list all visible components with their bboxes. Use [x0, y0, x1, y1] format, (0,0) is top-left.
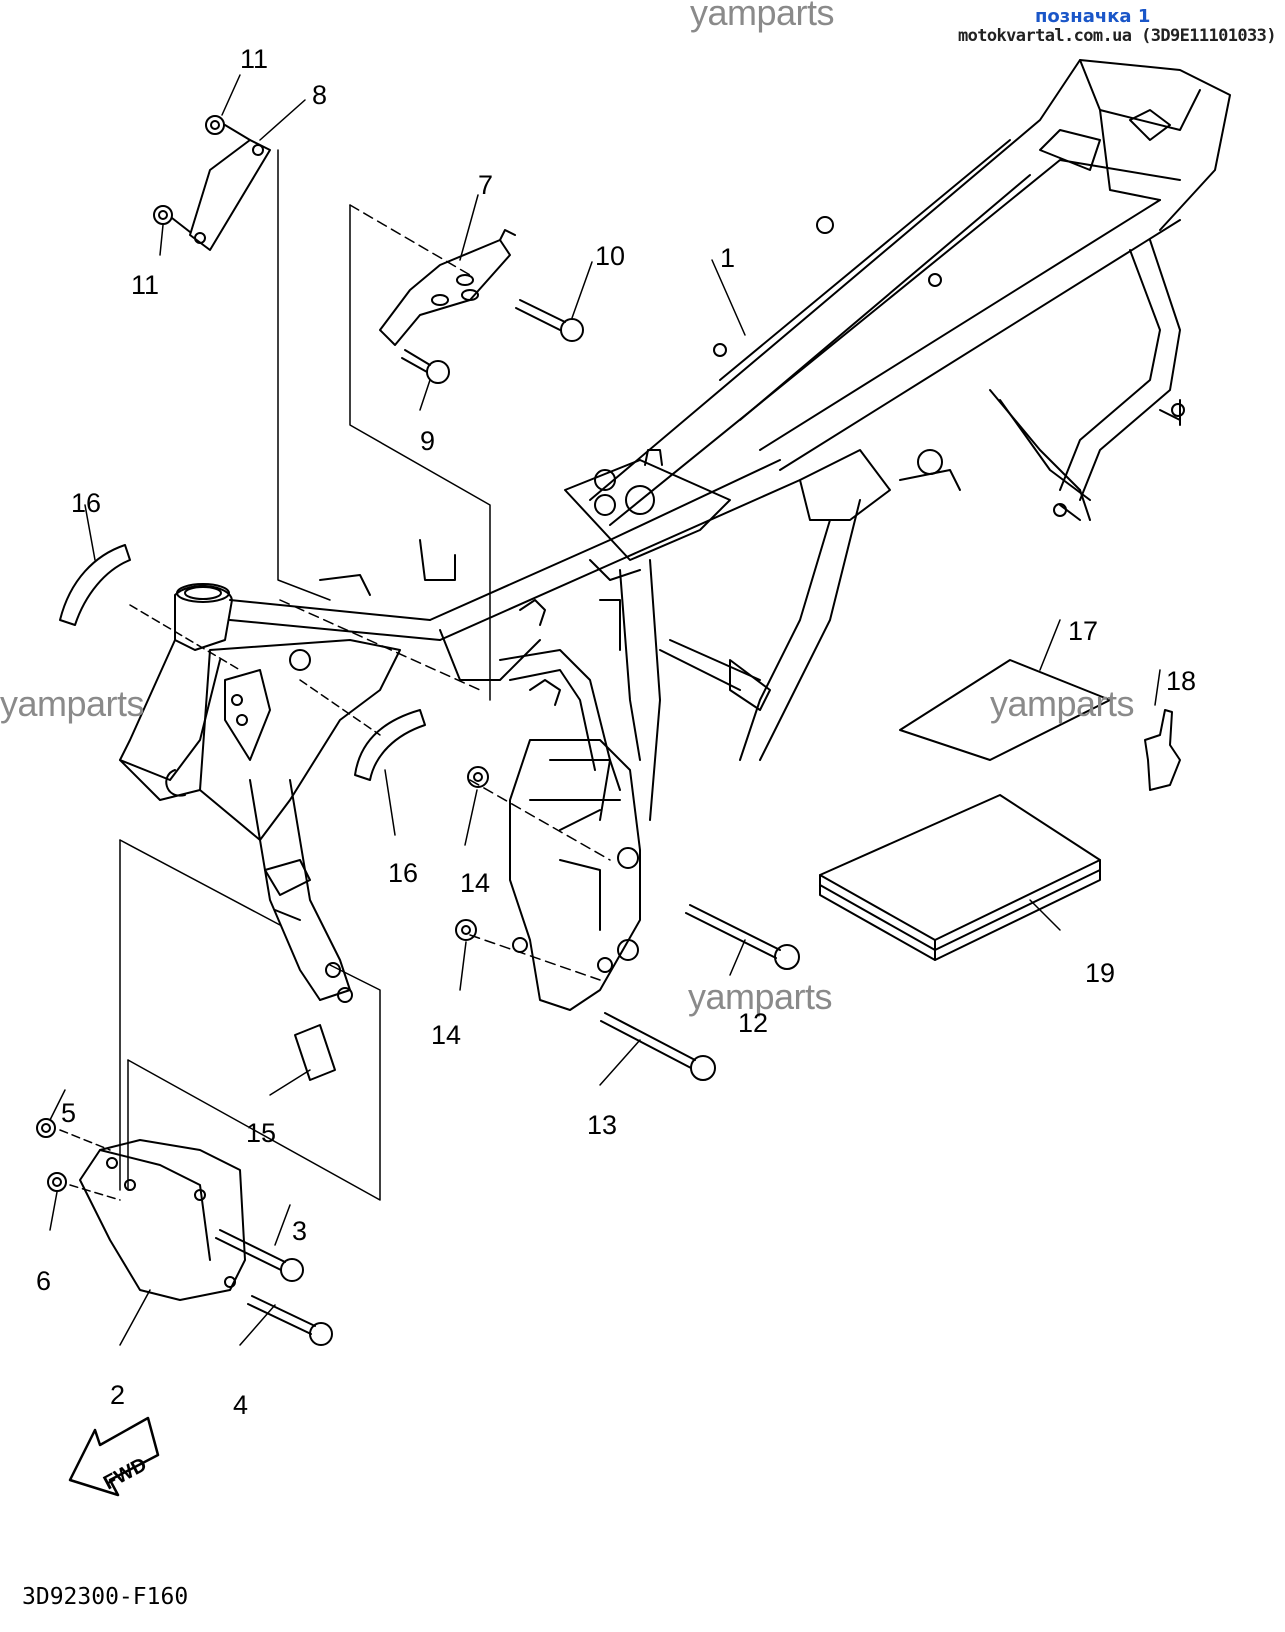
clip-part-18 — [1144, 709, 1181, 791]
part-label: 16 — [388, 858, 419, 888]
part-label: 16 — [71, 488, 102, 518]
reference-lines — [59, 149, 611, 1201]
part-label: 17 — [1068, 616, 1099, 646]
part-label: 3 — [292, 1216, 308, 1246]
manual-part-19 — [819, 794, 1101, 961]
part-label: 7 — [478, 170, 494, 200]
part-label: 12 — [738, 1008, 769, 1038]
sleeve-part-15 — [294, 1024, 336, 1081]
part-label: 11 — [240, 44, 269, 74]
part-label: 15 — [246, 1118, 277, 1148]
fasteners — [36, 115, 1185, 1346]
fwd-arrow-icon — [68, 1416, 160, 1497]
part-label: 6 — [36, 1266, 52, 1296]
bracket-part-8 — [189, 139, 271, 251]
watermark: yamparts — [990, 683, 1135, 724]
main-frame — [119, 59, 1231, 1011]
part-label: 14 — [460, 868, 491, 898]
part-label: 9 — [420, 426, 436, 456]
part-label: 1 — [720, 243, 736, 273]
bracket-part-7 — [379, 229, 516, 346]
part-label: 8 — [312, 80, 328, 110]
watermark: yamparts — [690, 0, 835, 33]
part-label: 4 — [233, 1390, 249, 1420]
header-source: motokvartal.com.ua (3D9E11101033) — [958, 26, 1277, 46]
watermark: yamparts — [688, 976, 833, 1017]
part-label: 18 — [1166, 666, 1197, 696]
header-link[interactable]: позначка 1 — [1035, 6, 1151, 27]
part-label: 19 — [1085, 958, 1116, 988]
part-label: 11 — [131, 270, 160, 300]
part-label: 10 — [595, 241, 626, 271]
leader-lines — [49, 74, 1161, 1346]
part-label: 2 — [110, 1380, 126, 1410]
watermark: yamparts — [0, 683, 145, 724]
engine-guard-part-2 — [79, 1139, 246, 1301]
tape-part-16-lower — [354, 709, 426, 781]
diagram-code: 3D92300-F160 — [22, 1584, 189, 1610]
tape-part-16-upper — [59, 544, 131, 626]
sheet-part-17 — [899, 659, 1111, 761]
part-label: 5 — [61, 1098, 77, 1128]
part-label: 14 — [431, 1020, 462, 1050]
part-label: 13 — [587, 1110, 618, 1140]
